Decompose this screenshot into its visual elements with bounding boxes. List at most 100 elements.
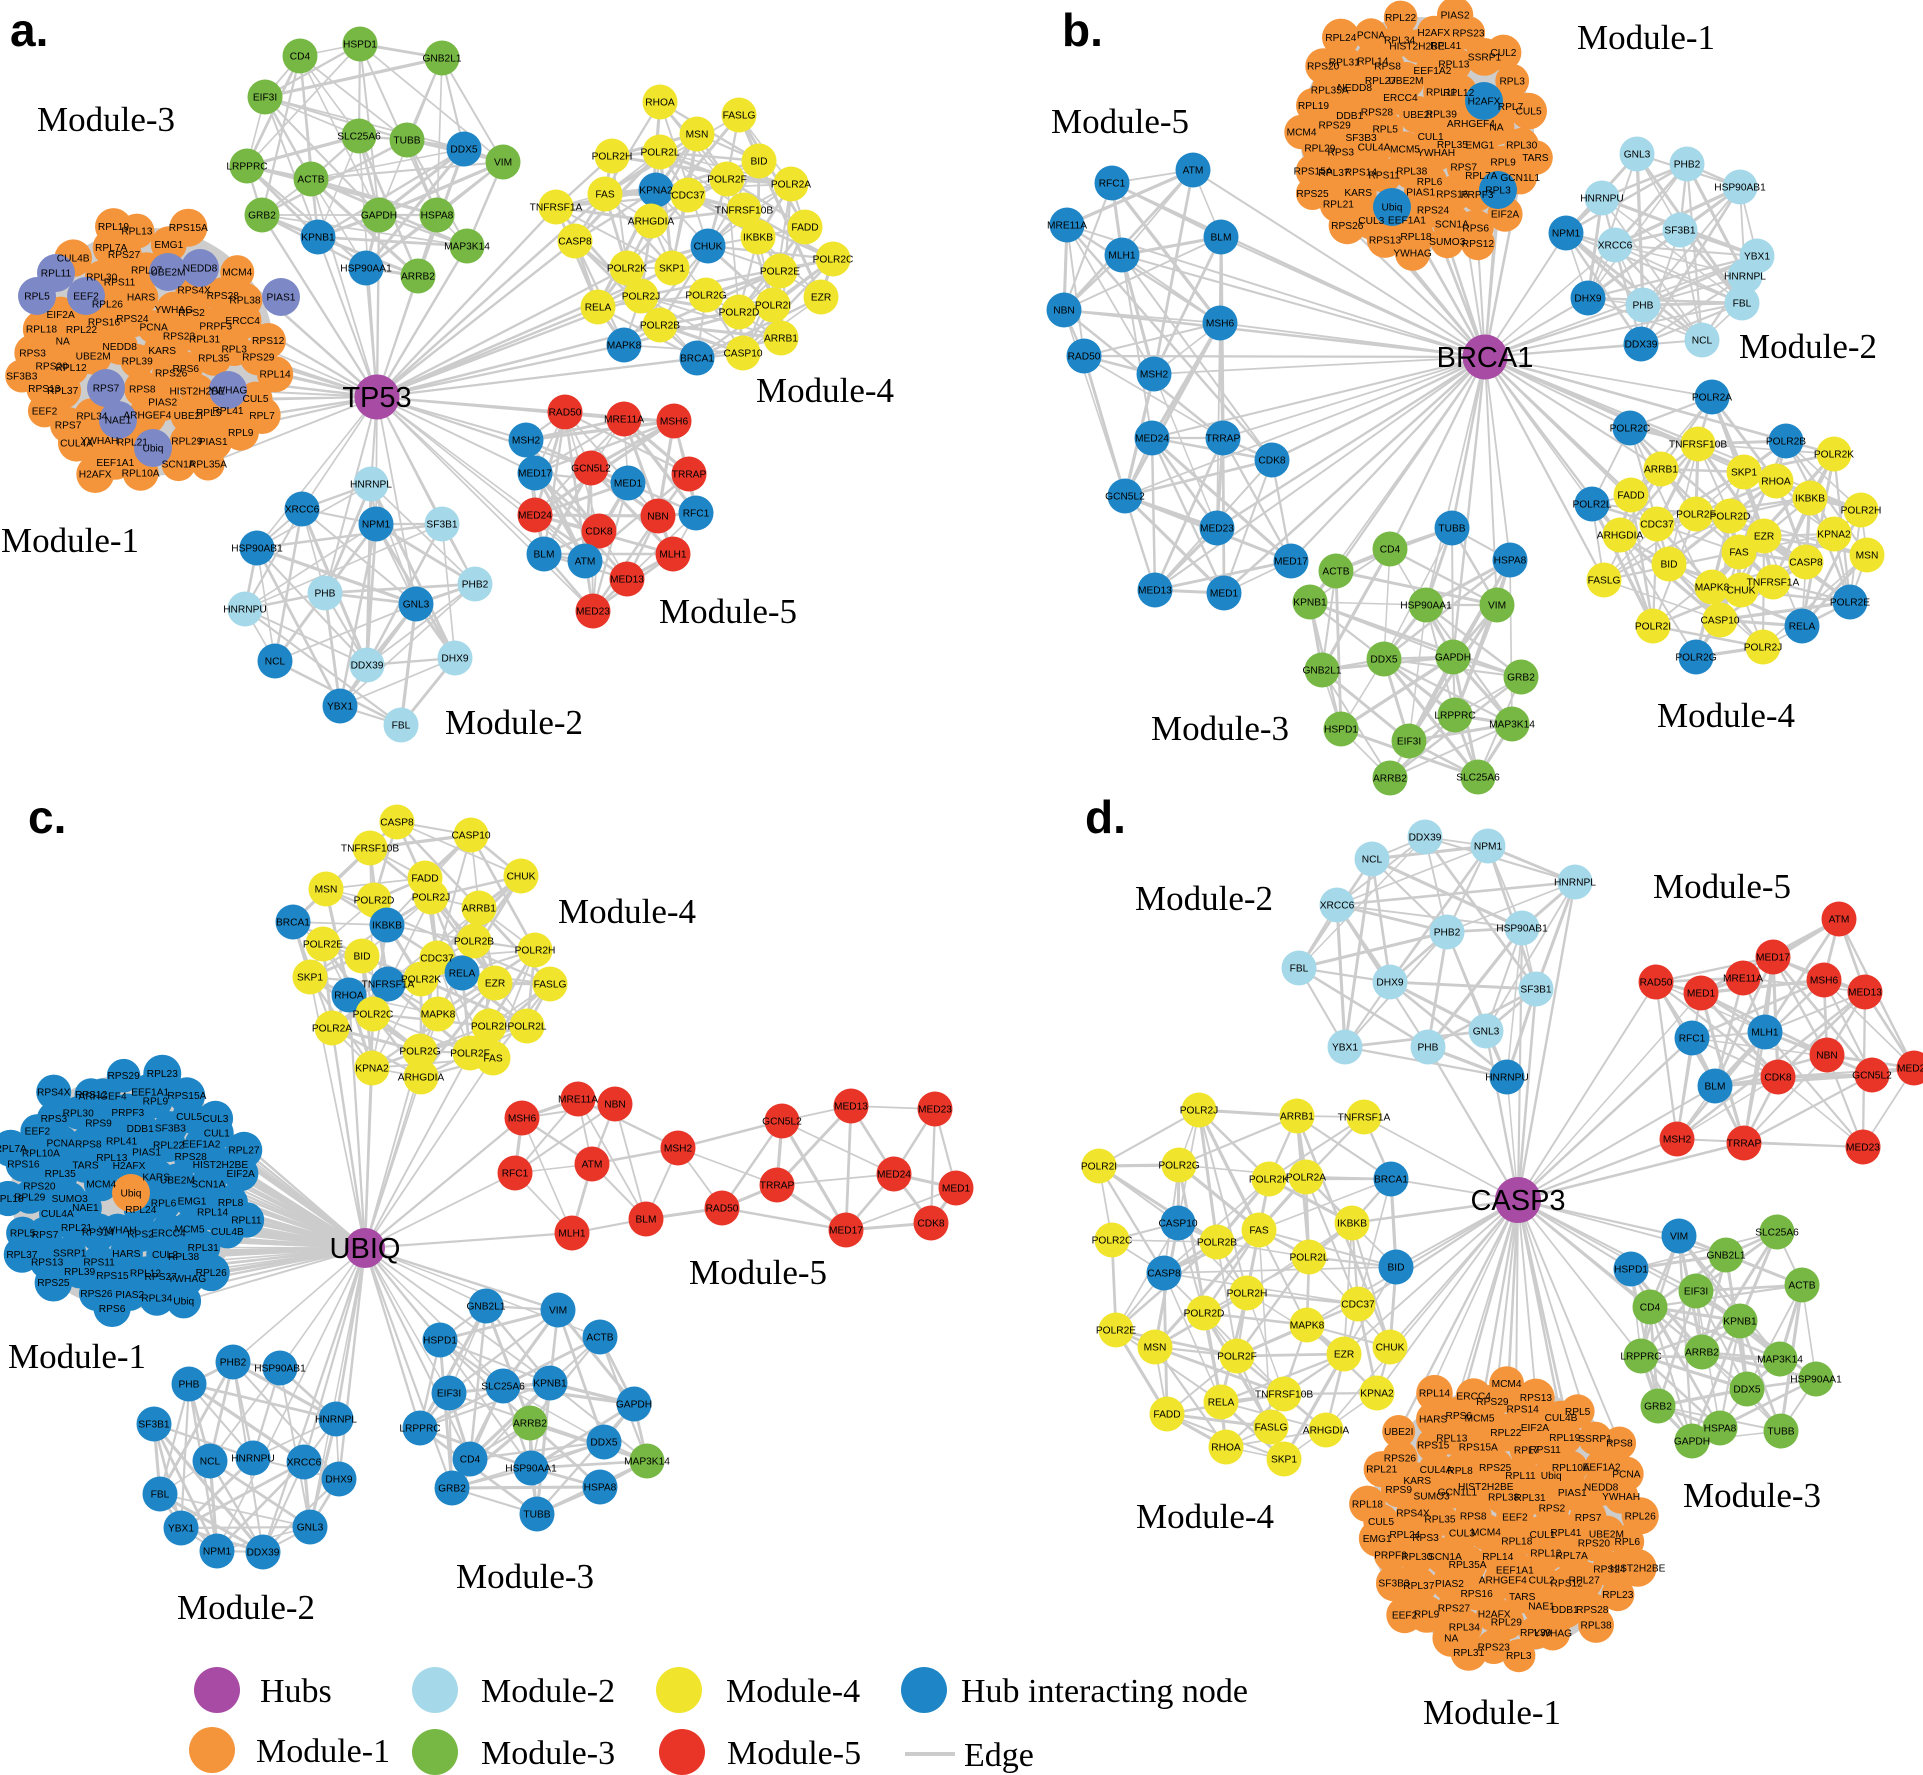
svg-text:RPL5: RPL5 — [10, 1229, 36, 1240]
svg-text:Ubiq: Ubiq — [143, 444, 164, 455]
svg-text:RPL11: RPL11 — [231, 1215, 262, 1226]
svg-text:SF3B3: SF3B3 — [155, 1123, 186, 1134]
svg-text:ARRB1: ARRB1 — [1280, 1112, 1314, 1123]
svg-text:POLR2D: POLR2D — [354, 896, 395, 907]
svg-text:RPL3: RPL3 — [221, 345, 247, 356]
svg-text:POLR2G: POLR2G — [685, 291, 726, 302]
svg-text:FBL: FBL — [1290, 964, 1309, 975]
svg-text:Module-1: Module-1 — [1423, 1693, 1561, 1732]
svg-text:RPL31: RPL31 — [1453, 1648, 1484, 1659]
svg-text:Module-2: Module-2 — [481, 1673, 615, 1710]
svg-text:RPS3: RPS3 — [41, 1114, 68, 1125]
svg-text:RPS16: RPS16 — [7, 1160, 40, 1171]
svg-text:VIM: VIM — [494, 158, 512, 169]
svg-text:RPS20: RPS20 — [1578, 1538, 1611, 1549]
svg-text:MED1: MED1 — [1210, 589, 1239, 600]
svg-text:RPL35: RPL35 — [198, 353, 229, 364]
svg-text:YWHAG: YWHAG — [168, 1274, 207, 1285]
svg-text:RPL21: RPL21 — [1366, 1465, 1397, 1476]
svg-text:POLR2A: POLR2A — [1692, 393, 1732, 404]
svg-text:RPS29: RPS29 — [1476, 1397, 1509, 1408]
svg-text:ARHGEF4: ARHGEF4 — [1479, 1576, 1527, 1587]
svg-text:MCM4: MCM4 — [1471, 1528, 1501, 1539]
svg-text:NCL: NCL — [200, 1457, 221, 1468]
svg-text:RPL11: RPL11 — [1426, 88, 1457, 99]
svg-text:CASP10: CASP10 — [723, 349, 762, 360]
svg-text:TRRAP: TRRAP — [760, 1181, 795, 1192]
svg-text:UBE2M: UBE2M — [1589, 1530, 1624, 1541]
svg-text:POLR2D: POLR2D — [1710, 512, 1751, 523]
svg-text:EEF1A2: EEF1A2 — [182, 1140, 220, 1151]
svg-text:RPL13: RPL13 — [1436, 1433, 1467, 1444]
svg-text:RPS13: RPS13 — [31, 1257, 64, 1268]
svg-text:RPL14: RPL14 — [260, 370, 291, 381]
svg-text:RPL12: RPL12 — [1443, 88, 1474, 99]
svg-text:PIAS1: PIAS1 — [132, 1147, 161, 1158]
svg-text:TP53: TP53 — [342, 382, 411, 414]
svg-text:Ubiq: Ubiq — [1541, 1471, 1562, 1482]
svg-text:TARS: TARS — [1522, 153, 1549, 164]
svg-text:VIM: VIM — [549, 1306, 567, 1317]
svg-text:SSRP1: SSRP1 — [1468, 52, 1502, 63]
svg-text:CUL1: CUL1 — [1418, 132, 1444, 143]
svg-text:HSP90AA1: HSP90AA1 — [505, 1464, 557, 1475]
svg-text:DDX5: DDX5 — [1370, 655, 1398, 666]
svg-text:CASP8: CASP8 — [380, 818, 414, 829]
svg-text:RPL12: RPL12 — [56, 363, 87, 374]
svg-text:RPL30: RPL30 — [63, 1108, 94, 1119]
svg-text:MRE11A: MRE11A — [1723, 974, 1763, 985]
svg-text:RPS26: RPS26 — [1384, 1453, 1417, 1464]
svg-text:FADD: FADD — [1153, 1410, 1180, 1421]
svg-text:RFC1: RFC1 — [1679, 1034, 1706, 1045]
svg-text:MCM4: MCM4 — [86, 1180, 116, 1191]
svg-text:PHB2: PHB2 — [220, 1358, 247, 1369]
svg-text:RPS4X: RPS4X — [1396, 1509, 1430, 1520]
svg-text:SF3B3: SF3B3 — [1378, 1579, 1409, 1590]
svg-text:RPS23: RPS23 — [1478, 1642, 1511, 1653]
svg-text:RPS3: RPS3 — [1327, 147, 1354, 158]
svg-text:RPL38: RPL38 — [168, 1252, 199, 1263]
svg-text:RPS11: RPS11 — [83, 1257, 115, 1268]
svg-text:RPL37: RPL37 — [6, 1250, 37, 1261]
svg-text:NA: NA — [1444, 1634, 1458, 1645]
svg-text:RPL41: RPL41 — [106, 1136, 137, 1147]
svg-text:POLR2K: POLR2K — [1249, 1175, 1289, 1186]
svg-text:RPL41: RPL41 — [1550, 1528, 1581, 1539]
svg-text:RPL34: RPL34 — [141, 1293, 172, 1304]
svg-text:POLR2D: POLR2D — [1184, 1309, 1225, 1320]
svg-text:YWHAG: YWHAG — [209, 386, 248, 397]
svg-text:IKBKB: IKBKB — [372, 921, 402, 932]
svg-text:HSPD1: HSPD1 — [1324, 725, 1358, 736]
svg-text:Ubiq: Ubiq — [1382, 203, 1403, 214]
svg-text:RPS7: RPS7 — [32, 1230, 59, 1241]
svg-text:CD4: CD4 — [1640, 1303, 1661, 1314]
svg-text:RPS23: RPS23 — [163, 331, 196, 342]
svg-text:CUL4A: CUL4A — [1358, 142, 1391, 153]
svg-text:RPL38: RPL38 — [1488, 1493, 1519, 1504]
svg-text:RPL5: RPL5 — [24, 292, 50, 303]
svg-text:RPL7: RPL7 — [1498, 102, 1524, 113]
svg-text:FADD: FADD — [411, 874, 438, 885]
svg-text:RPL14: RPL14 — [1482, 1552, 1513, 1563]
svg-text:TNFRSF1A: TNFRSF1A — [362, 980, 415, 991]
svg-text:POLR2C: POLR2C — [813, 255, 854, 266]
svg-text:EEF2: EEF2 — [25, 1127, 51, 1138]
svg-text:POLR2B: POLR2B — [640, 321, 680, 332]
svg-text:RPS6: RPS6 — [1462, 223, 1489, 234]
svg-text:MED17: MED17 — [1756, 953, 1790, 964]
svg-text:PIAS1: PIAS1 — [199, 437, 228, 448]
svg-text:MSH2: MSH2 — [512, 436, 541, 447]
svg-text:RPS12: RPS12 — [1462, 239, 1495, 250]
svg-text:PHB2: PHB2 — [462, 580, 489, 591]
svg-text:KPNA2: KPNA2 — [1817, 530, 1851, 541]
svg-text:Module-1: Module-1 — [8, 1337, 146, 1376]
svg-text:RPS6: RPS6 — [172, 364, 199, 375]
svg-text:HNRNPU: HNRNPU — [1580, 194, 1624, 205]
svg-text:HARS: HARS — [1419, 1415, 1448, 1426]
svg-text:DDX39: DDX39 — [1625, 340, 1658, 351]
svg-text:RPL29: RPL29 — [14, 1193, 45, 1204]
svg-text:EIF2A: EIF2A — [1521, 1423, 1550, 1434]
svg-text:GNB2L1: GNB2L1 — [466, 1302, 505, 1313]
svg-text:EIF3I: EIF3I — [1397, 737, 1421, 748]
svg-text:RPS15A: RPS15A — [167, 1091, 206, 1102]
